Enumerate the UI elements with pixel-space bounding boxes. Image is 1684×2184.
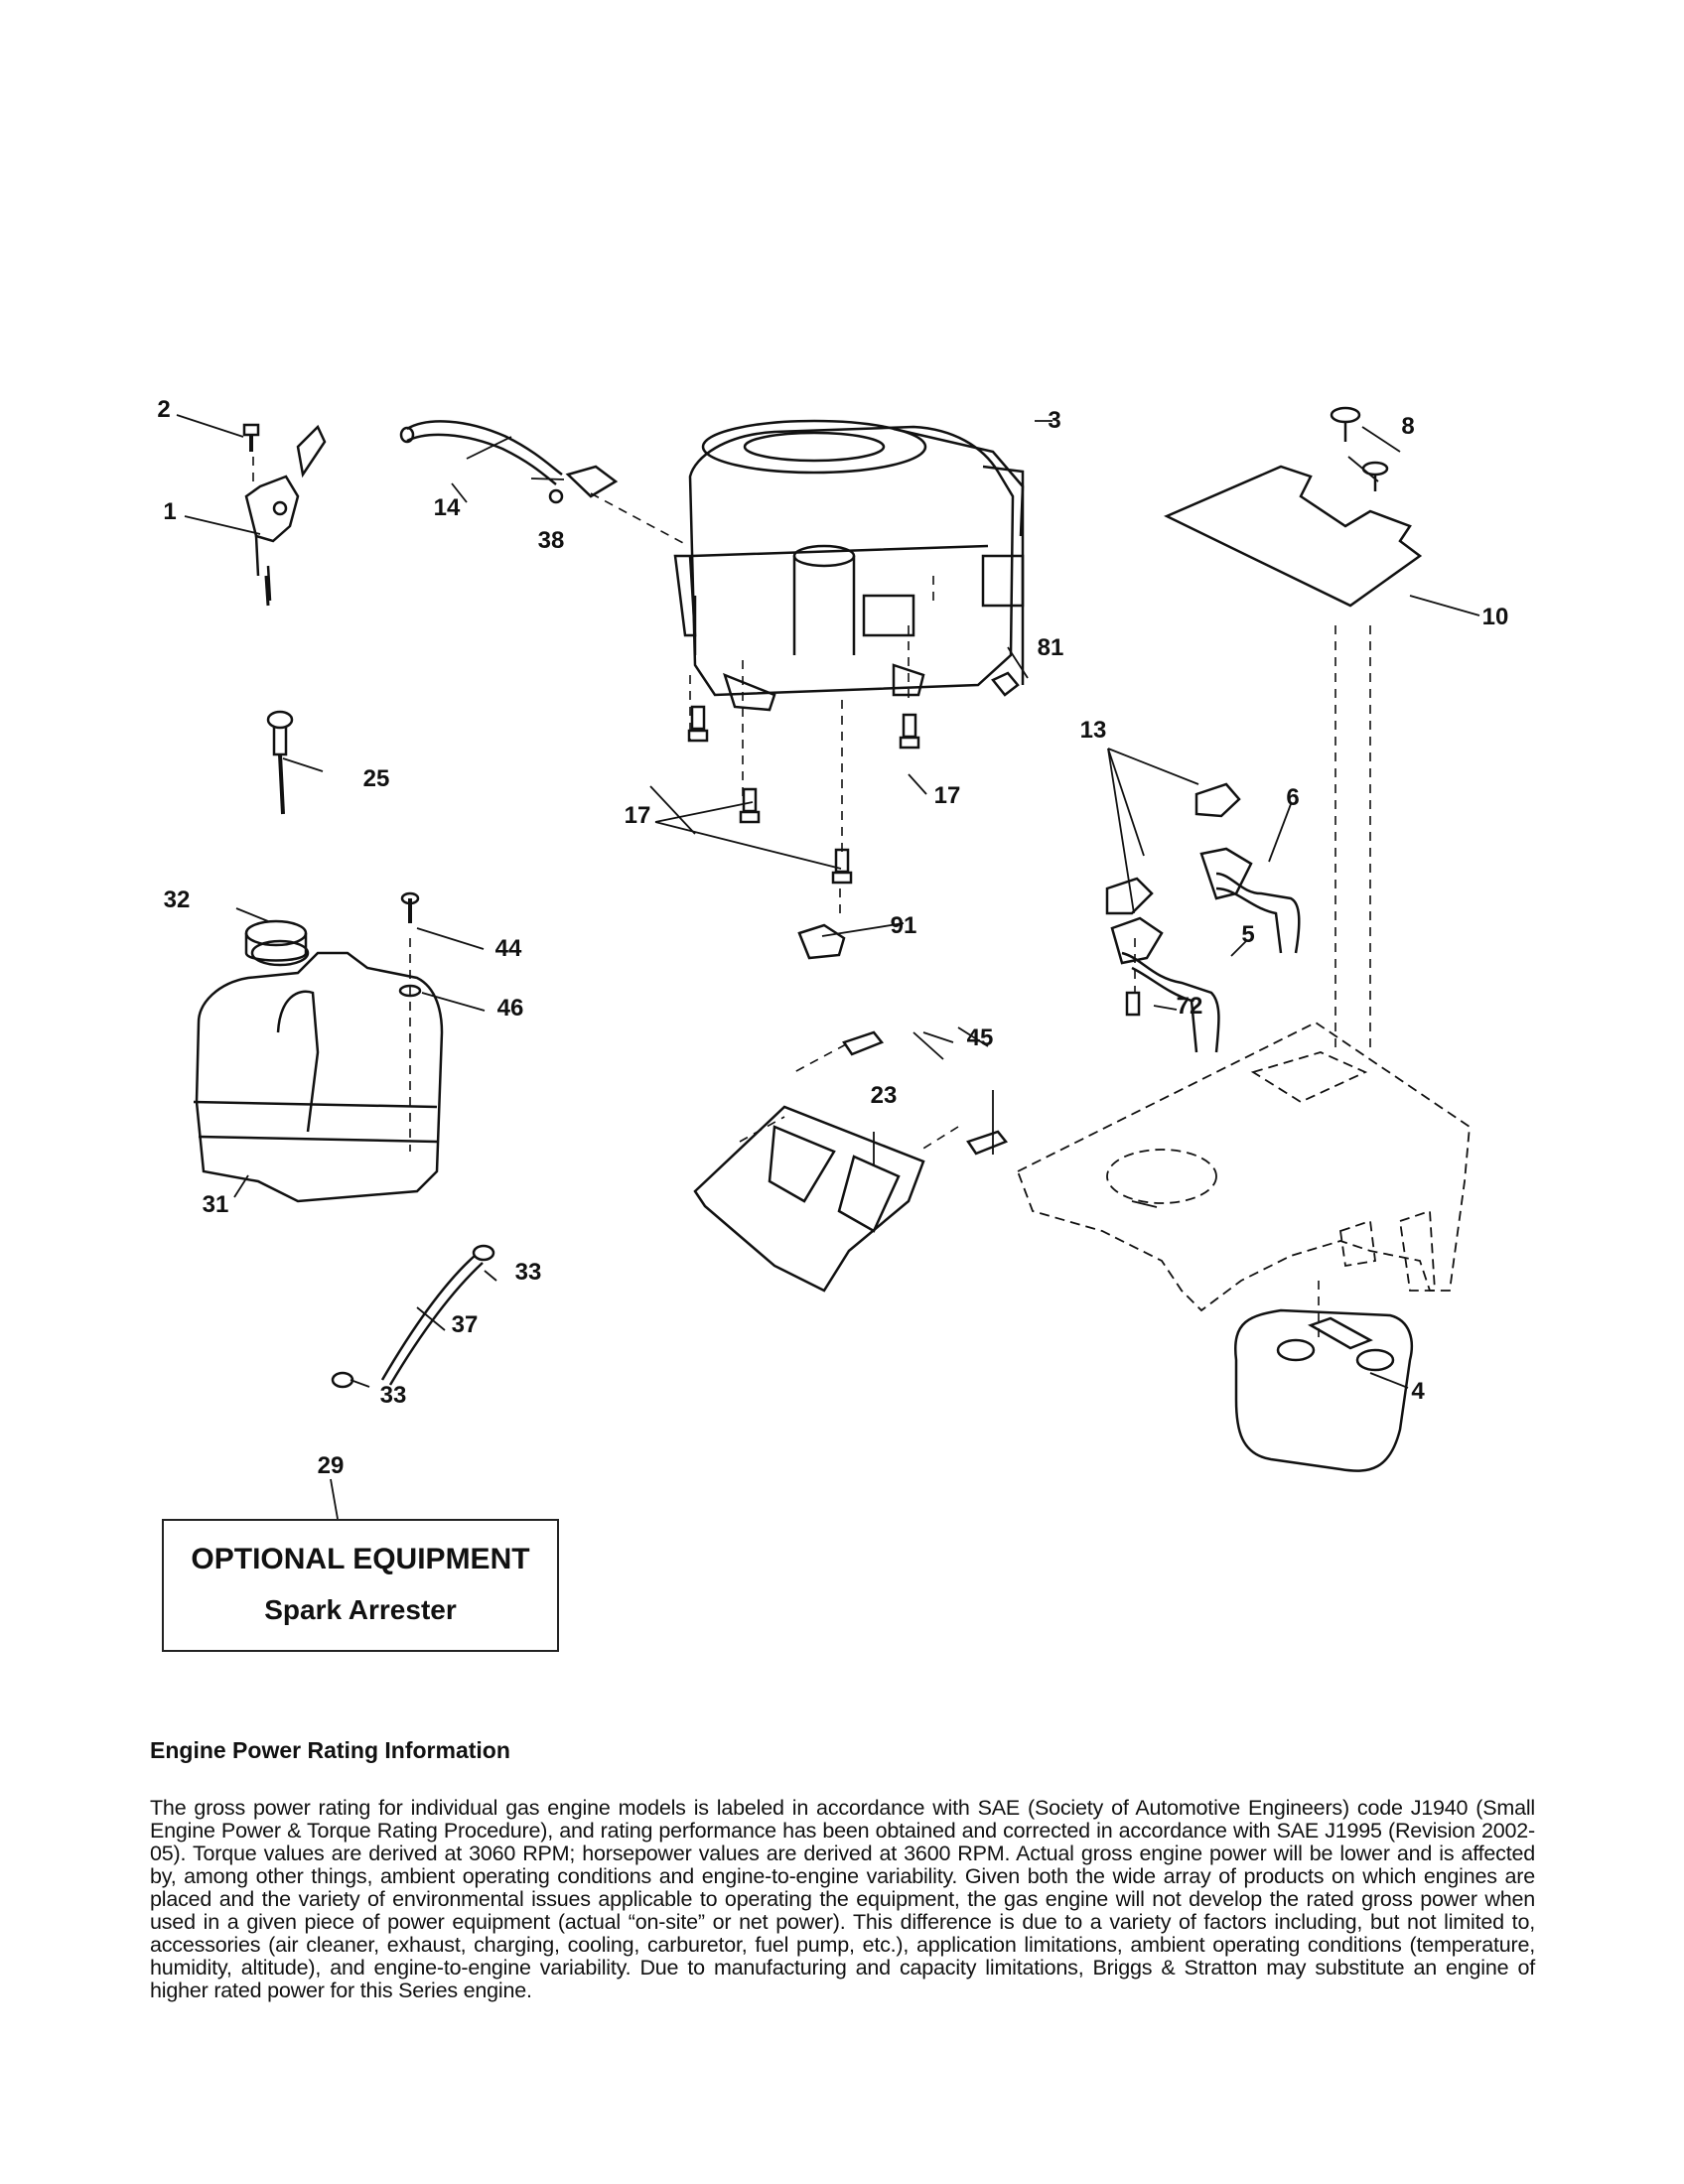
- fuel-hose: [399, 420, 563, 485]
- optional-equipment-title: OPTIONAL EQUIPMENT: [191, 1543, 530, 1575]
- callout-31: 31: [202, 1191, 229, 1218]
- engine: [673, 419, 1025, 712]
- tank-bolt: [400, 891, 420, 923]
- hose-clamps: [331, 1244, 495, 1389]
- callout-46: 46: [496, 995, 524, 1022]
- shield-bolts: [842, 1030, 1009, 1156]
- callout-5: 5: [1241, 921, 1255, 948]
- callout-91: 91: [890, 912, 917, 939]
- callout-8: 8: [1401, 413, 1415, 440]
- callout-44: 44: [494, 935, 522, 962]
- callout-29: 29: [317, 1452, 345, 1479]
- callout-6: 6: [1286, 784, 1300, 811]
- callout-14: 14: [433, 494, 461, 521]
- optional-equipment-box: OPTIONAL EQUIPMENT Spark Arrester: [162, 1519, 559, 1652]
- callout-23: 23: [870, 1082, 898, 1109]
- callout-81: 81: [1037, 634, 1064, 661]
- callout-17-right: 17: [933, 782, 961, 809]
- callout-32: 32: [163, 887, 191, 913]
- callout-13: 13: [1079, 717, 1107, 744]
- callout-3: 3: [1048, 407, 1061, 434]
- engine-base: [1016, 1021, 1471, 1312]
- muffler: [1233, 1308, 1414, 1472]
- callout-4: 4: [1411, 1378, 1425, 1405]
- callout-1: 1: [163, 498, 177, 525]
- callout-38: 38: [537, 527, 565, 554]
- fuel-tank: [193, 939, 444, 1203]
- cover-plate-screws: [1330, 406, 1389, 491]
- engine-nut: [797, 923, 846, 960]
- callout-2: 2: [157, 396, 171, 423]
- info-body: The gross power rating for individual ga…: [150, 1796, 1535, 2002]
- throttle-screw: [242, 423, 260, 452]
- callout-33-bottom: 33: [379, 1382, 407, 1409]
- callout-25: 25: [362, 765, 390, 792]
- callout-33-top: 33: [514, 1259, 542, 1286]
- dipstick: [266, 710, 294, 815]
- parts-diagram: [176, 406, 1480, 1520]
- fuel-fitting: [548, 465, 619, 504]
- tank-washer: [398, 984, 422, 998]
- cover-plate: [1164, 465, 1423, 608]
- callout-45: 45: [966, 1024, 994, 1051]
- callout-10: 10: [1481, 604, 1509, 630]
- callout-37: 37: [451, 1311, 479, 1338]
- leader-lines: [176, 414, 1480, 1520]
- info-heading: Engine Power Rating Information: [150, 1737, 510, 1763]
- fuel-line: [380, 1255, 484, 1386]
- optional-equipment-item: Spark Arrester: [264, 1594, 457, 1625]
- callout-17-left: 17: [624, 802, 651, 829]
- exhaust-pipes: [1105, 782, 1301, 1053]
- callout-72: 72: [1176, 993, 1203, 1020]
- throttle-control: [244, 424, 327, 607]
- heat-shield: [693, 1105, 925, 1293]
- assembly-lines: [252, 457, 1371, 1340]
- engine-bolts: [687, 671, 1020, 885]
- exhaust-bolt: [1125, 991, 1141, 1017]
- fuel-cap: [244, 919, 308, 962]
